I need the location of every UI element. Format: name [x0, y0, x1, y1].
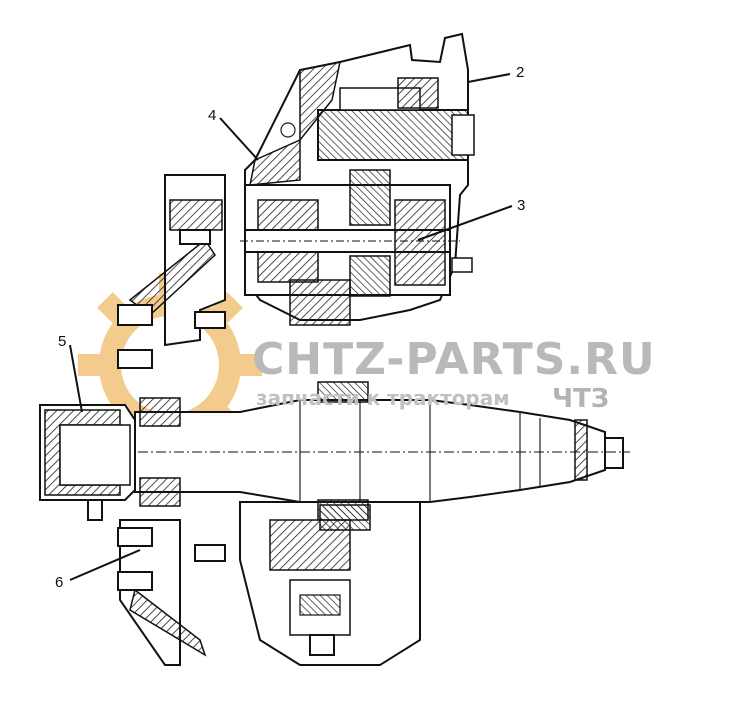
lower-housing	[239, 501, 421, 666]
callout-3: 3	[517, 197, 525, 214]
left-flange-housing	[119, 174, 226, 666]
shaft-bearings	[139, 279, 369, 521]
main-shaft	[120, 399, 630, 503]
callout-leaders	[69, 73, 513, 581]
left-end-cap	[39, 404, 136, 521]
upper-gear	[317, 77, 475, 161]
callout-6: 6	[55, 574, 63, 591]
callout-4: 4	[208, 107, 216, 124]
watermark-site: CHTZ-PARTS.RU	[252, 334, 656, 385]
watermark: CHTZ-PARTS.RU запчасти к тракторам ЧТЗ	[252, 334, 656, 414]
intermediate-gear-shaft	[240, 169, 473, 297]
watermark-brand: ЧТЗ	[552, 384, 609, 414]
callout-2: 2	[516, 64, 524, 81]
callout-5: 5	[58, 333, 66, 350]
flange-bolts	[117, 229, 226, 591]
watermark-tagline: запчасти к тракторам	[256, 386, 510, 410]
